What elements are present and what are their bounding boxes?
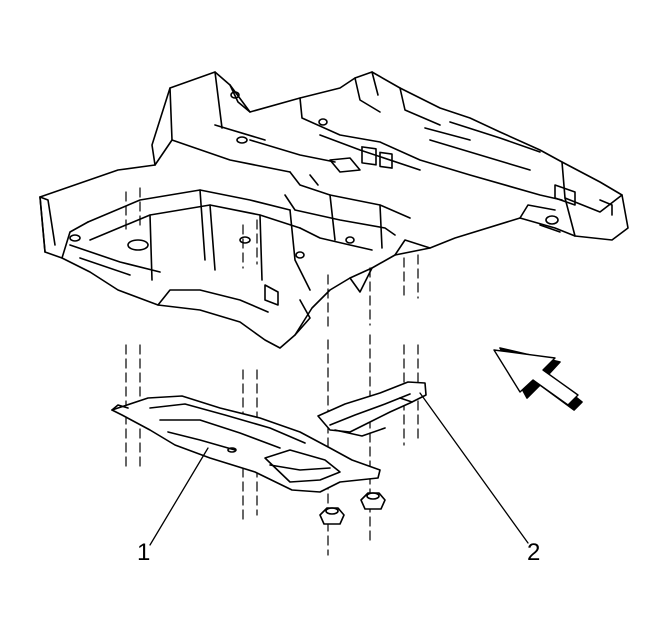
callout-label-1: 1 <box>137 539 151 566</box>
leader-line-2 <box>419 392 529 544</box>
callout-leaders <box>149 392 529 546</box>
heat-shield-front <box>111 395 381 493</box>
callout-label-2: 2 <box>527 539 541 566</box>
front-direction-arrow <box>493 347 583 411</box>
heat-shield-rear <box>317 381 427 437</box>
retaining-nut-right <box>360 492 386 510</box>
leader-line-1 <box>149 447 209 546</box>
retaining-nut-left <box>319 507 345 525</box>
vehicle-floor-pan <box>39 71 629 349</box>
